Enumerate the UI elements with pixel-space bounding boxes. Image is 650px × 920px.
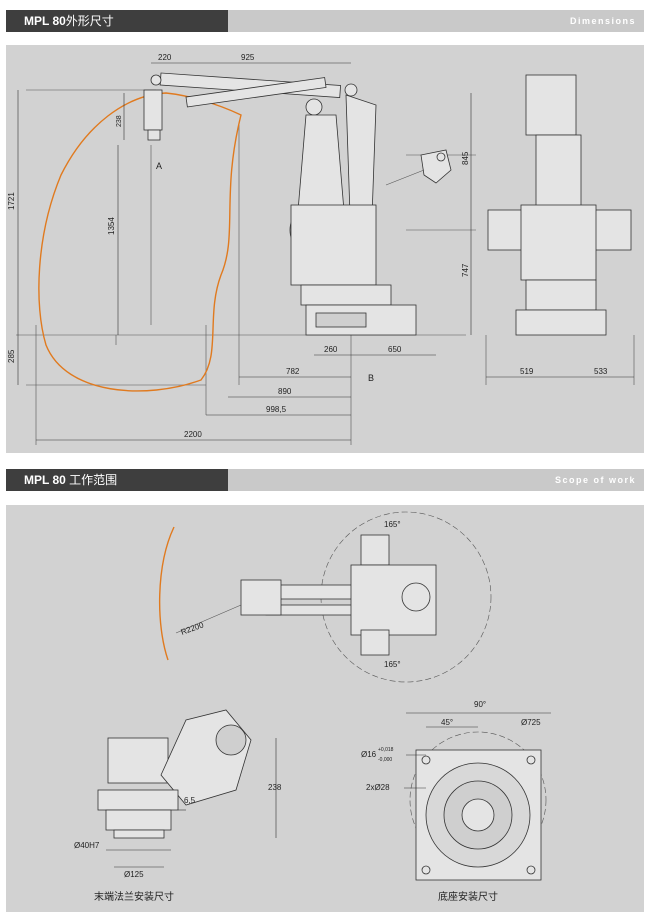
dim-533: 533 [594, 367, 608, 376]
dim-238: 238 [116, 115, 123, 127]
base-16: Ø16 [361, 750, 377, 759]
dim-925: 925 [241, 53, 255, 62]
title-en: Dimensions [569, 16, 636, 26]
robot-front-view [487, 74, 632, 336]
reach-arc [158, 526, 175, 661]
base-28: 2xØ28 [366, 783, 390, 792]
title-en: Scope of work [554, 475, 636, 485]
dim-1721: 1721 [7, 192, 16, 210]
dim-747: 747 [461, 263, 470, 277]
model-name: MPL 80 [24, 14, 66, 28]
flange-125: Ø125 [124, 870, 144, 879]
flange-40h7: Ø40H7 [74, 841, 100, 850]
label-a: A [156, 161, 162, 171]
base-90: 90° [474, 700, 486, 709]
base-tol-up: +0,018 [378, 747, 394, 753]
dimensions-panel: 220 925 238 1721 1354 285 845 747 260 65… [6, 45, 644, 453]
dim-998-5: 998,5 [266, 405, 287, 414]
base-45: 45° [441, 718, 453, 727]
section-header-scope: MPL 80 工作范围 Scope of work [6, 469, 644, 491]
dim-260: 260 [324, 345, 338, 354]
base-caption: 底座安装尺寸 [438, 890, 498, 903]
label-b: B [368, 373, 374, 383]
scope-panel: R2200 165° 165° 238 6,5 Ø40H7 Ø125 末端法兰安… [6, 505, 644, 912]
dim-1354: 1354 [107, 217, 116, 235]
model-name: MPL 80 [24, 473, 66, 487]
robot-top-view [240, 534, 437, 656]
work-envelope-curve [38, 92, 242, 392]
scope-drawing: R2200 165° 165° 238 6,5 Ø40H7 Ø125 末端法兰安… [74, 511, 551, 903]
radius-label: R2200 [180, 620, 206, 637]
dim-285: 285 [7, 349, 16, 363]
robot-side-view [143, 72, 417, 336]
dim-650: 650 [388, 345, 402, 354]
section-title: MPL 80 工作范围 [6, 469, 228, 491]
flange-drawing [97, 709, 252, 839]
flange-6-5: 6,5 [184, 796, 196, 805]
section-title: MPL 80外形尺寸 [6, 10, 228, 32]
flange-238: 238 [268, 783, 282, 792]
dim-890: 890 [278, 387, 292, 396]
dim-782: 782 [286, 367, 300, 376]
base-725: Ø725 [521, 718, 541, 727]
dimensions-drawing: 220 925 238 1721 1354 285 845 747 260 65… [7, 53, 635, 445]
section-header-dimensions: MPL 80外形尺寸 Dimensions [6, 10, 644, 32]
angle-top: 165° [384, 520, 401, 529]
dim-519: 519 [520, 367, 534, 376]
dim-220: 220 [158, 53, 172, 62]
flange-caption: 末端法兰安装尺寸 [94, 890, 174, 903]
base-tol-dn: -0,000 [378, 757, 392, 763]
title-cn: 工作范围 [69, 473, 118, 487]
angle-bottom: 165° [384, 660, 401, 669]
title-cn: 外形尺寸 [65, 14, 114, 28]
dim-845: 845 [461, 151, 470, 165]
dim-2200: 2200 [184, 430, 202, 439]
base-drawing [415, 749, 542, 881]
gripper-detail [420, 149, 452, 184]
